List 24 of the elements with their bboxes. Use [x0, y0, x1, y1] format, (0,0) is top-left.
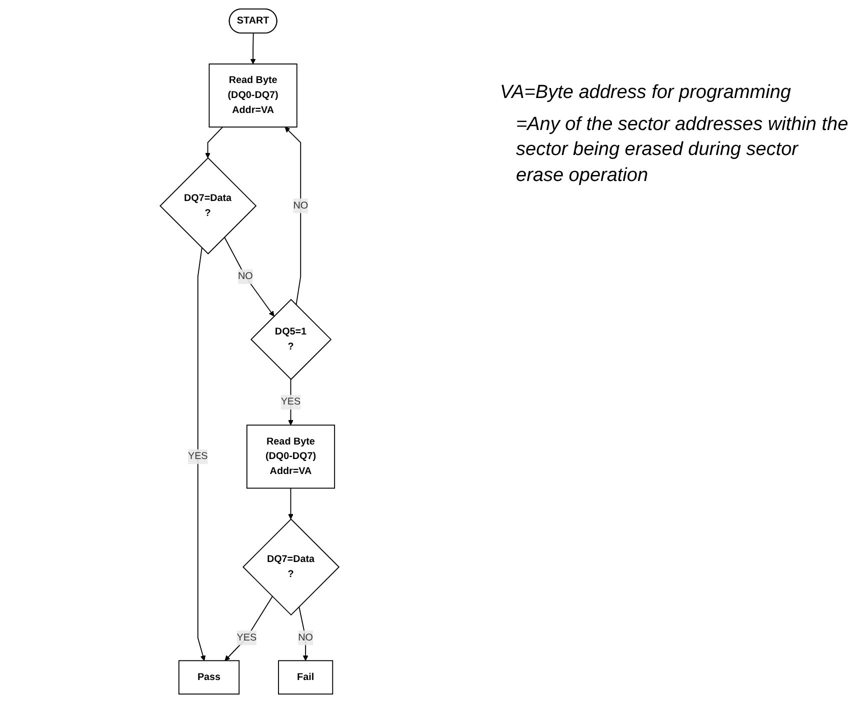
node-box: Fail	[278, 660, 334, 695]
node-box: Pass	[178, 660, 240, 695]
arrow	[288, 378, 294, 426]
edge-label: YES	[188, 451, 208, 462]
node-diamond: DQ5=1 ?	[250, 298, 332, 380]
node-diamond: DQ7=Data ?	[242, 518, 340, 616]
note-text: VA=Byte address for programming	[500, 81, 792, 105]
node-box: Read Byte (DQ0-DQ7) Addr=VA	[209, 64, 298, 128]
arrow	[299, 606, 309, 661]
arrow	[224, 236, 275, 316]
edge-label: NO	[298, 632, 314, 643]
arrow	[198, 247, 206, 661]
edge-label: YES	[237, 632, 258, 643]
edge-label: NO	[294, 200, 308, 211]
arrow	[205, 126, 224, 158]
edge-label: YES	[281, 396, 302, 408]
arrow	[250, 32, 256, 64]
arrow	[225, 596, 274, 661]
note-text: =Any of the sector addresses within the sector being erased during sector erase operation	[515, 112, 850, 188]
edge-label: NO	[238, 271, 254, 282]
node-diamond: DQ7=Data ?	[160, 157, 258, 254]
arrow	[288, 488, 294, 520]
arrow	[285, 126, 302, 306]
node-box: Read Byte (DQ0-DQ7) Addr=VA	[246, 424, 336, 489]
